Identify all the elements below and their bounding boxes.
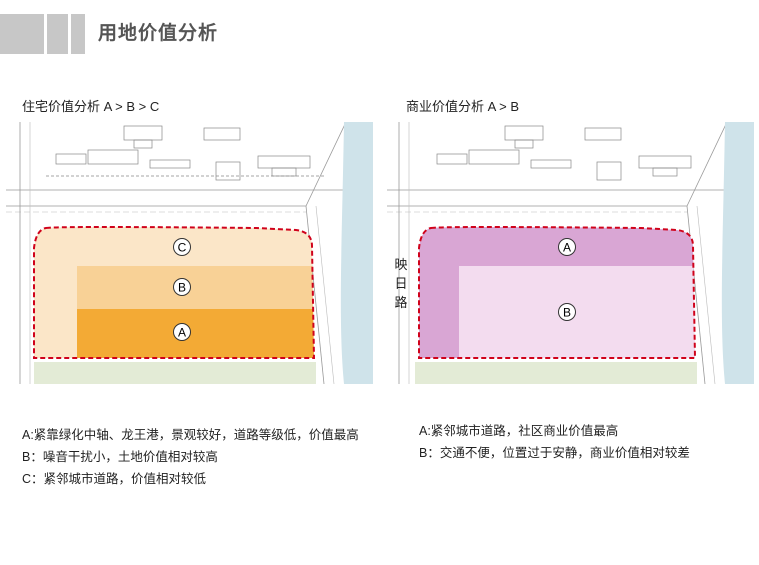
commercial-site-map: A B 映 日 路 xyxy=(387,122,754,384)
header-block xyxy=(71,14,85,54)
zone-c-marker: C xyxy=(173,238,191,256)
zone-b-area xyxy=(77,266,314,309)
residential-analysis-title: 住宅价值分析 A > B > C xyxy=(22,99,160,114)
river xyxy=(340,122,373,384)
commercial-notes: A:紧邻城市道路，社区商业价值最高 B：交通不便，位置过于安静，商业价值相对较差 xyxy=(419,420,690,464)
green-axis-strip xyxy=(415,362,697,384)
svg-text:路: 路 xyxy=(394,295,407,310)
page-title: 用地价值分析 xyxy=(98,23,219,44)
residential-site-map: C B A xyxy=(6,122,373,384)
zone-b-area xyxy=(459,266,695,358)
river xyxy=(721,122,754,384)
zone-b-marker: B xyxy=(173,278,191,296)
note-zone-c: C：紧邻城市道路，价值相对较低 xyxy=(22,472,207,486)
commercial-analysis-title: 商业价值分析 A > B xyxy=(406,99,520,114)
zone-a-label: A xyxy=(563,241,571,255)
header-block xyxy=(0,14,44,54)
zone-b-label: B xyxy=(563,306,571,320)
zone-b-marker: B xyxy=(558,303,576,321)
zone-a-area xyxy=(77,309,314,358)
note-zone-b: B：交通不便，位置过于安静，商业价值相对较差 xyxy=(419,446,690,460)
zone-a-marker: A xyxy=(558,238,576,256)
header-block xyxy=(47,14,68,54)
green-axis-strip xyxy=(34,362,316,384)
road-label-yingri: 映 日 路 xyxy=(394,257,407,310)
svg-text:日: 日 xyxy=(394,276,407,291)
residential-notes: A:紧靠绿化中轴、龙王港，景观较好，道路等级低，价值最高 B：噪音干扰小，土地价… xyxy=(22,424,359,490)
zone-c-label: C xyxy=(178,241,187,255)
note-zone-a: A:紧靠绿化中轴、龙王港，景观较好，道路等级低，价值最高 xyxy=(22,428,359,442)
note-zone-a: A:紧邻城市道路，社区商业价值最高 xyxy=(419,424,619,438)
svg-text:映: 映 xyxy=(394,257,407,272)
zone-a-label: A xyxy=(178,326,186,340)
site-boundary xyxy=(33,226,316,359)
zone-a-marker: A xyxy=(173,323,191,341)
header-decoration xyxy=(0,14,90,54)
note-zone-b: B：噪音干扰小，土地价值相对较高 xyxy=(22,450,218,464)
zone-b-label: B xyxy=(178,281,186,295)
site-boundary xyxy=(418,226,697,359)
